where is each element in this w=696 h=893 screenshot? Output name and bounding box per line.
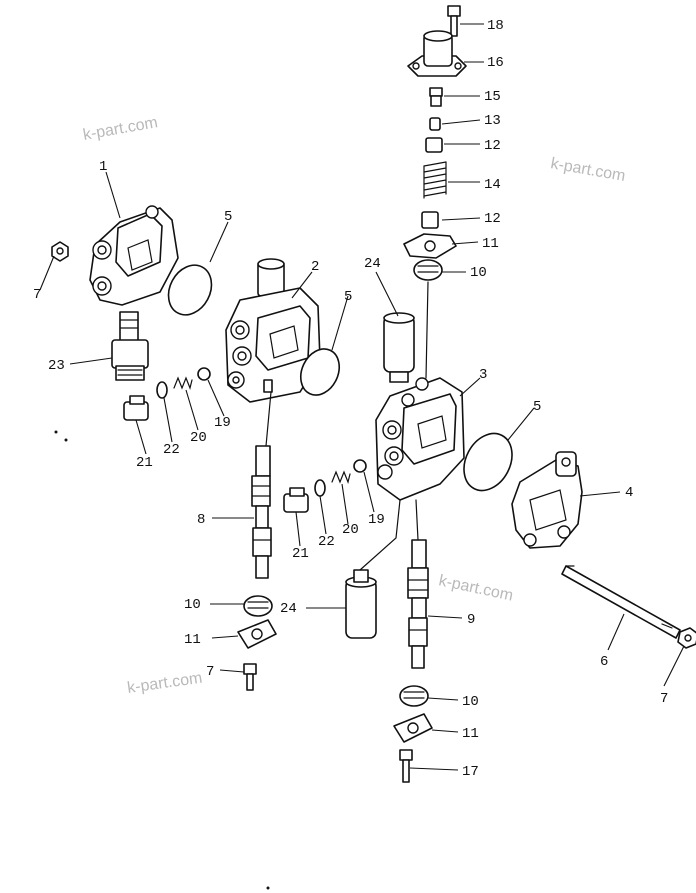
part-6-tie-rod [561,565,681,639]
scan-speck [64,438,68,442]
part-19-ball-left [197,367,211,381]
callout-22-left: 22 [163,442,180,458]
part-5-oring-left [167,264,213,316]
part-8-spool [251,445,272,579]
callout-21-right: 21 [292,546,309,562]
callout-22-right: 22 [318,534,335,550]
callout-9: 9 [467,612,475,628]
callout-7-left: 7 [33,287,41,303]
part-7-bolt-left-bottom [243,663,257,691]
watermark-2: k-part.com [549,155,626,185]
callout-3: 3 [479,367,487,383]
part-18-bolt [447,5,461,37]
callout-10-top: 10 [470,265,487,281]
part-5-oring-right [463,432,513,492]
part-11-plate-left [237,619,277,649]
part-5-oring-middle [299,348,341,396]
part-22-oring-small-left [156,381,168,399]
callout-8: 8 [197,512,205,528]
callout-5-middle: 5 [344,289,352,305]
callout-7-right: 7 [660,691,668,707]
callout-20-left: 20 [190,430,207,446]
part-23-relief-valve [111,311,149,381]
callout-11-top: 11 [482,236,499,252]
part-4-end-cover [511,451,583,549]
callout-19-right: 19 [368,512,385,528]
callout-16: 16 [487,55,504,71]
callout-20-right: 20 [342,522,359,538]
part-16-cover [407,30,467,77]
callout-19-left: 19 [214,415,231,431]
part-21-plug-left [123,395,149,421]
callout-12-lower: 12 [484,211,501,227]
callout-10-bottom: 10 [462,694,479,710]
part-12-spring-seat-lower [421,211,439,229]
scan-speck [266,886,270,890]
part-19-ball-right [353,459,367,473]
callout-11-left: 11 [184,632,201,648]
callout-18: 18 [487,18,504,34]
callout-14: 14 [484,177,501,193]
callout-10-left: 10 [184,597,201,613]
callout-21-left: 21 [136,455,153,471]
part-20-spring-right [331,470,351,484]
callout-4: 4 [625,485,633,501]
watermark-4: k-part.com [126,670,203,697]
callout-6: 6 [600,654,608,670]
callout-12-upper: 12 [484,138,501,154]
leader-lines [39,23,685,771]
part-15-screw [429,87,443,107]
callout-24-lower: 24 [280,601,297,617]
part-7-nut-right [677,627,696,649]
part-14-spring [423,161,447,199]
watermark-1: k-part.com [82,114,159,144]
part-20-spring-left [173,376,193,390]
part-1-inlet-cover [89,205,179,306]
part-3-valve-section [375,377,465,501]
callout-1: 1 [99,159,107,175]
scan-speck [54,430,58,434]
part-10-seal-cap-bottom [399,685,429,707]
callout-labels: 1 2 3 4 5 5 5 6 7 7 8 9 10 10 10 11 11 1… [33,18,668,780]
callout-15: 15 [484,89,501,105]
watermark-3: k-part.com [437,572,514,604]
part-10-seal-cap-top [413,259,443,281]
part-10-seal-cap-left [243,595,273,617]
callout-17: 17 [462,764,479,780]
callout-2: 2 [311,259,319,275]
callout-23: 23 [48,358,65,374]
part-22-oring-small-right [314,479,326,497]
part-24-solenoid-upper [383,312,415,383]
part-24-solenoid-lower [345,569,377,639]
part-9-spool [407,539,429,669]
callout-5-left: 5 [224,209,232,225]
part-12-spring-seat-upper [425,137,443,153]
part-11-plate-top [403,233,457,259]
part-13-nut [429,117,441,131]
part-17-bolt [399,749,413,783]
part-21-plug-right [283,487,309,513]
part-11-plate-bottom [393,713,433,743]
part-7-nut-left [51,241,69,262]
callout-13: 13 [484,113,501,129]
callout-7-bottom-left: 7 [206,664,214,680]
callout-5-right: 5 [533,399,541,415]
callout-11-bottom: 11 [462,726,479,742]
callout-24-upper: 24 [364,256,381,272]
